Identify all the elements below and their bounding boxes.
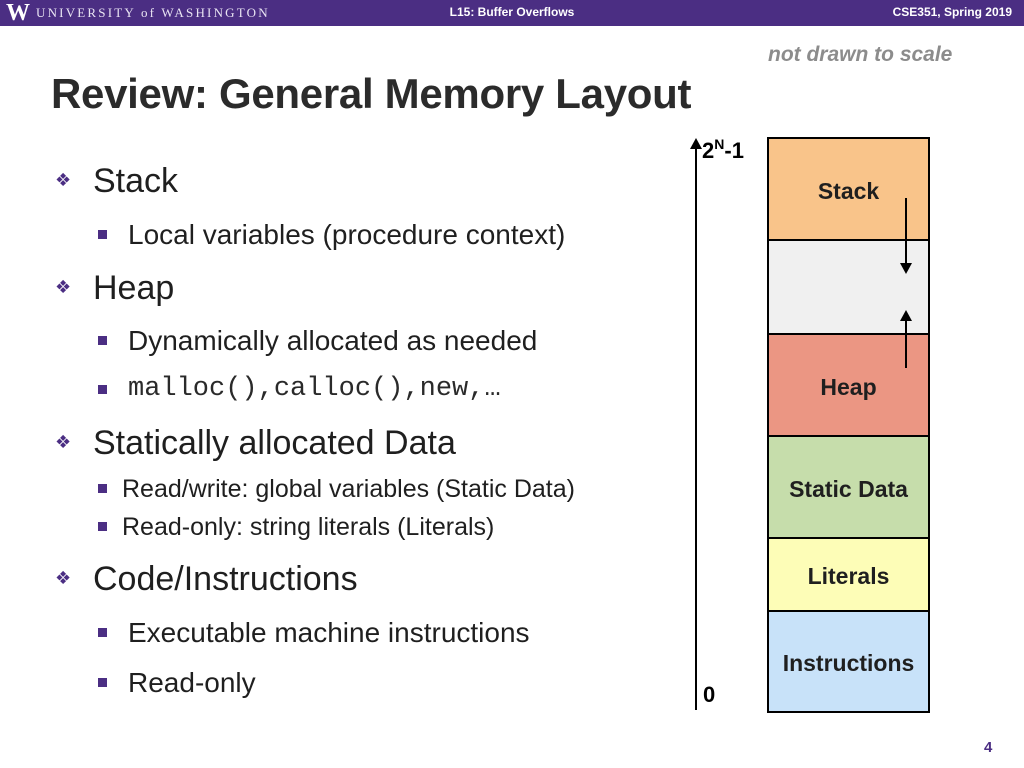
segment-stack: Stack	[767, 137, 930, 241]
address-high-label: 2N-1	[702, 136, 744, 163]
square-bullet-icon	[98, 336, 107, 345]
course-name: CSE351, Spring 2019	[892, 5, 1012, 19]
square-bullet-icon	[98, 230, 107, 239]
diamond-bullet-icon: ❖	[55, 277, 72, 297]
slide-title: Review: General Memory Layout	[51, 70, 692, 117]
address-axis	[695, 146, 697, 710]
diamond-bullet-icon: ❖	[55, 432, 72, 452]
uw-logo: W UNIVERSITY of WASHINGTON	[6, 0, 270, 26]
segment-label: Stack	[817, 178, 880, 204]
segment-instructions: Instructions	[767, 610, 930, 713]
segment-label: Instructions	[782, 650, 915, 676]
segment-static-data: Static Data	[767, 435, 930, 539]
diamond-bullet-icon: ❖	[55, 568, 72, 588]
lecture-title: L15: Buffer Overflows	[449, 5, 575, 19]
arrow-down-icon	[900, 263, 912, 274]
segment-literals: Literals	[767, 537, 930, 612]
square-bullet-icon	[98, 484, 107, 493]
segment-label: Literals	[807, 563, 890, 589]
diamond-bullet-icon: ❖	[55, 170, 72, 190]
square-bullet-icon	[98, 678, 107, 687]
uw-w-logo-icon: W	[6, 0, 30, 26]
stack-growth-line	[905, 198, 907, 264]
bullet-label: Code/Instructions	[93, 560, 358, 598]
bullet-label: Stack	[93, 162, 179, 200]
arrow-up-icon	[900, 310, 912, 321]
square-bullet-icon	[98, 385, 107, 394]
bullet-label: Statically allocated Data	[93, 424, 456, 462]
address-low-label: 0	[703, 682, 716, 707]
bullet-label: Heap	[93, 269, 175, 307]
page-number: 4	[984, 739, 993, 756]
uw-name-logo: UNIVERSITY of WASHINGTON	[36, 5, 270, 20]
heap-growth-line	[905, 320, 907, 368]
scale-note: not drawn to scale	[768, 43, 953, 66]
segment-label: Static Data	[789, 476, 908, 502]
square-bullet-icon	[98, 628, 107, 637]
header-bar: W UNIVERSITY of WASHINGTON L15: Buffer O…	[0, 0, 1024, 26]
axis-arrow-icon	[690, 138, 702, 149]
square-bullet-icon	[98, 522, 107, 531]
segment-label: Heap	[820, 374, 877, 400]
